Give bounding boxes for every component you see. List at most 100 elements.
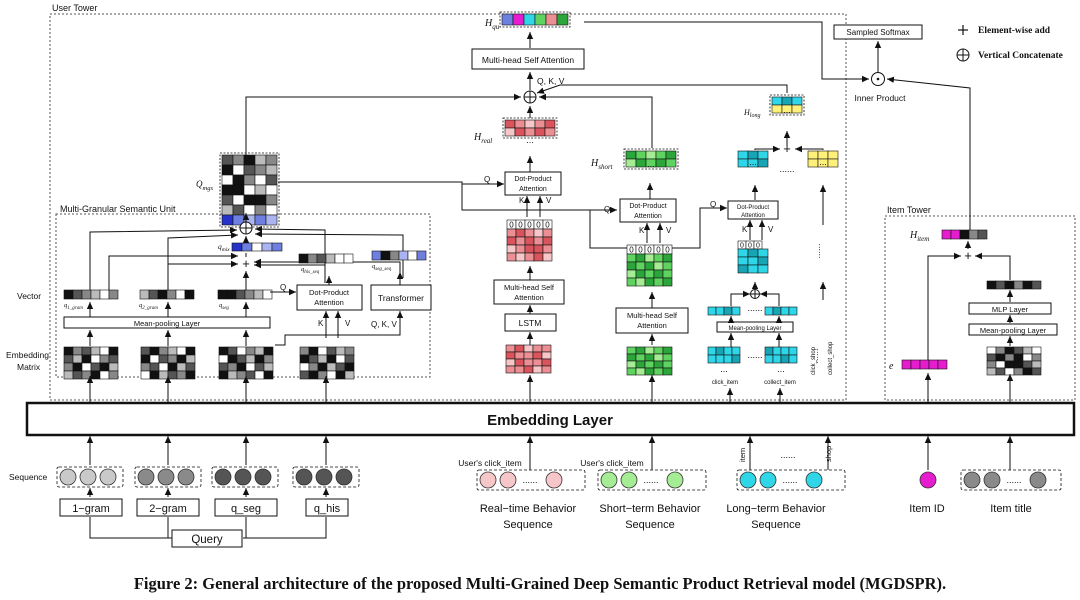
transformer-box <box>370 284 432 311</box>
users-click-item-label-1: User's click_item <box>458 458 522 468</box>
click-item-matrix: ... <box>707 346 741 374</box>
query-box <box>171 529 243 548</box>
mean-pooling-label: Mean-pooling Layer <box>134 319 201 328</box>
svg-text:......: ...... <box>782 475 797 485</box>
long-vector-2 <box>764 306 798 316</box>
svg-text:Q, K, V: Q, K, V <box>371 320 397 329</box>
h-long-matrix: ... <box>769 94 805 116</box>
concat-mgsu-icon <box>239 221 253 235</box>
mhsa-top-box <box>471 48 585 70</box>
add-long-icon: + <box>783 141 791 156</box>
svg-text:...: ... <box>720 364 728 374</box>
long-attn-out-shop: ... <box>807 150 839 168</box>
q1-gram-vector <box>63 289 119 300</box>
query-label: Query <box>191 534 223 546</box>
svg-text:0: 0 <box>545 221 550 230</box>
add-item-icon: + <box>964 248 972 263</box>
svg-text:0: 0 <box>527 221 532 230</box>
dot-product-attention-real <box>504 171 562 196</box>
h-qu-vector <box>499 11 571 28</box>
vector-label: Vector <box>17 291 41 301</box>
click-item-label: click_item <box>712 380 738 386</box>
concat-top-icon <box>523 90 537 104</box>
gram2-box <box>136 498 200 517</box>
h-real-matrix: ... <box>502 117 558 145</box>
legend-add-label: Element-wise add <box>978 26 1051 36</box>
realtime-label-1: Real−time Behavior <box>480 503 577 515</box>
item-id-embedding <box>901 359 948 370</box>
embedding-matrix-2gram <box>140 346 196 380</box>
q-seg-seq-label: qseg_seq <box>372 263 392 272</box>
q-seg-seq-vector <box>371 250 427 261</box>
svg-text:Attention: Attention <box>519 186 547 193</box>
shortterm-label-2: Sequence <box>625 519 675 531</box>
lstm-box <box>504 313 557 332</box>
sampled-softmax-box <box>833 24 923 40</box>
svg-text:......: ...... <box>815 348 825 363</box>
q-his-seq-vector <box>298 253 354 264</box>
svg-text:0: 0 <box>518 221 523 230</box>
svg-text:......: ...... <box>747 303 762 313</box>
svg-text:Dot-Product: Dot-Product <box>514 176 551 183</box>
svg-text:0: 0 <box>756 243 760 250</box>
svg-text:q_seg: q_seg <box>231 503 261 515</box>
svg-text:Attention: Attention <box>637 321 667 330</box>
dot-product-attention-short <box>619 198 677 223</box>
svg-text:Multi-head Self: Multi-head Self <box>627 311 678 320</box>
svg-text:V: V <box>768 225 774 234</box>
item-tower-box <box>884 215 1076 401</box>
mhsa-short-box <box>615 307 689 334</box>
svg-text:0: 0 <box>638 246 643 255</box>
short-embedding-matrix <box>626 346 673 376</box>
svg-text:V: V <box>666 226 672 235</box>
q-his-seq-label: qhis_seq <box>301 266 320 275</box>
svg-text:0: 0 <box>748 243 752 250</box>
long-vector-1 <box>707 306 741 316</box>
short-attention-matrix <box>626 253 673 287</box>
concat-long-icon <box>750 289 760 299</box>
sampled-softmax-label: Sampled Softmax <box>846 28 909 37</box>
svg-text:...: ... <box>749 157 757 167</box>
sequence-label: Sequence <box>9 472 48 482</box>
gram1-box <box>59 498 123 517</box>
svg-text:0: 0 <box>509 221 514 230</box>
embedding-matrix-qhis <box>299 346 355 380</box>
svg-text:......: ...... <box>780 450 795 460</box>
embedding-matrix-label-1: Embedding <box>6 350 49 360</box>
q-mix-vector <box>231 242 283 252</box>
click-shop-label: click_shop <box>811 346 817 375</box>
element-wise-add-icon <box>958 25 968 35</box>
longterm-label-1: Long−term Behavior <box>726 503 826 515</box>
embedding-matrix-1gram <box>63 346 119 380</box>
legend: Element-wise add Vertical Concatenate <box>956 25 1063 62</box>
q-mgs-matrix <box>219 152 280 228</box>
svg-text:K: K <box>519 196 525 205</box>
inner-product-label: Inner Product <box>854 93 906 103</box>
q1-gram-label: q1_gram <box>64 302 83 311</box>
svg-text:2−gram: 2−gram <box>149 503 187 515</box>
users-click-item-label-2: User's click_item <box>580 458 644 468</box>
svg-text:......: ...... <box>643 475 658 485</box>
svg-text:1−gram: 1−gram <box>72 503 110 515</box>
svg-text:Q: Q <box>710 200 716 209</box>
svg-text:Mean-pooling Layer: Mean-pooling Layer <box>728 326 781 332</box>
collect-shop-label: collect_shop <box>828 341 834 375</box>
item-rot-label: item <box>738 448 747 462</box>
vertical-concatenate-icon <box>956 48 970 62</box>
svg-text:0: 0 <box>629 246 634 255</box>
q-seg-label: qseg <box>219 302 229 311</box>
dot-product-attention-long <box>727 200 779 220</box>
svg-text:......: ...... <box>817 243 827 258</box>
item-title-embedding-matrix <box>986 346 1042 376</box>
svg-text:V: V <box>546 196 552 205</box>
svg-text:Attention: Attention <box>741 213 765 219</box>
transformer-label: Transformer <box>378 293 424 303</box>
svg-text:......: ...... <box>747 350 762 360</box>
svg-text:Attention: Attention <box>314 298 344 307</box>
longterm-label-2: Sequence <box>751 519 801 531</box>
lstm-label: LSTM <box>519 318 542 328</box>
